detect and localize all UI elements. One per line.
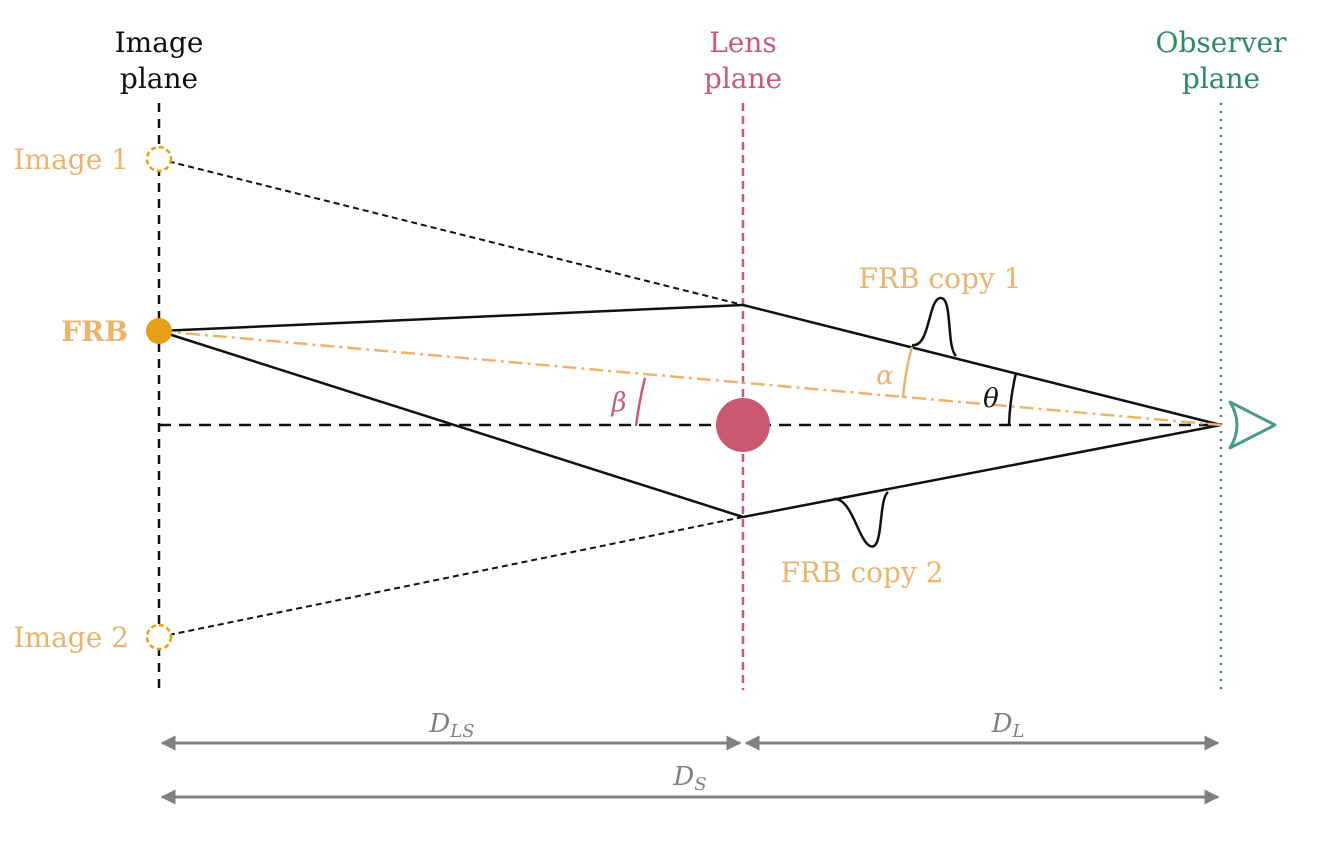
frb-copy1-pulse [911,296,958,357]
d-l-label: DL [991,709,1025,742]
frb-line-of-sight [158,329,1222,427]
ray-lens-to-observer-upper [742,303,1222,427]
observer-plane-subtitle: plane [1182,62,1260,95]
image2-label: Image 2 [13,621,129,654]
ray-frb-to-lens-upper [158,303,744,333]
frb-source-icon [146,318,172,344]
frb-copy2-label: FRB copy 2 [781,556,944,589]
beta-arc [634,377,647,427]
ray-image1-extension [158,158,744,306]
alpha-symbol: α [876,361,894,391]
lens-plane-title: Lens [709,26,777,59]
image1-marker [145,145,173,173]
ray-image2-extension [158,516,744,638]
frb-label: FRB [61,315,128,348]
theta-symbol: θ [983,384,999,414]
d-ls-label: DLS [428,709,474,742]
lens-plane-subtitle: plane [704,62,782,95]
image-plane-subtitle: plane [120,62,198,95]
beta-symbol: β [610,388,626,418]
frb-copy2-pulse [833,491,890,548]
image2-marker [145,623,173,651]
alpha-arc [901,346,914,399]
ray-lens-to-observer-lower [742,423,1222,519]
theta-arc [1007,372,1018,426]
eye-icon [1228,400,1277,450]
ray-frb-to-lens-lower [158,329,744,519]
d-s-label: DS [672,762,706,795]
frb-copy1-label: FRB copy 1 [859,262,1022,295]
image1-label: Image 1 [13,143,129,176]
observer-plane-title: Observer [1156,26,1288,59]
lens-mass-icon [716,398,770,452]
image-plane-title: Image [115,26,204,59]
